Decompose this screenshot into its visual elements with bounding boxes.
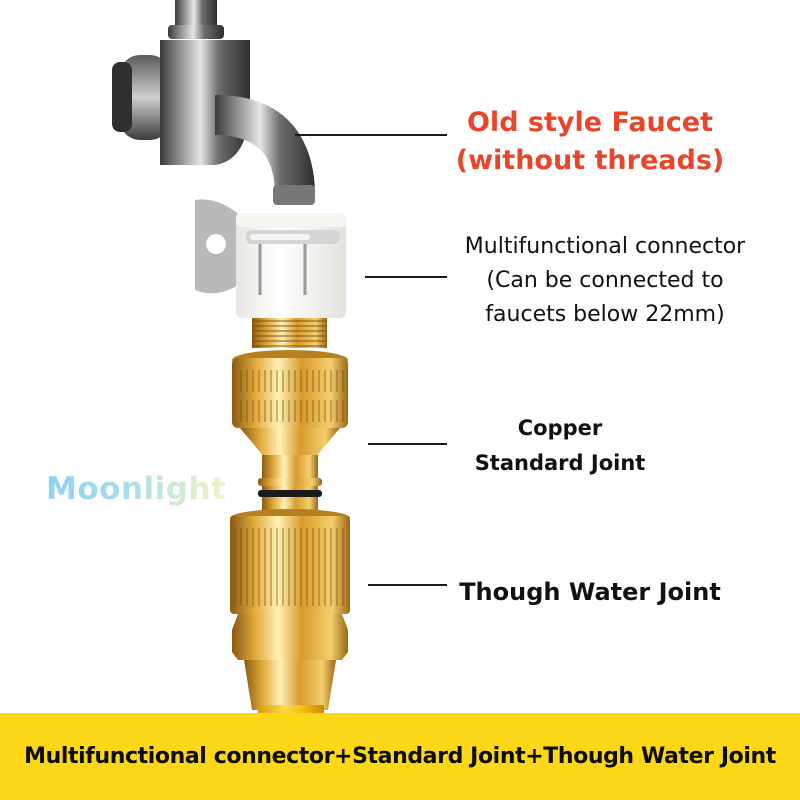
connector-label-line3: faucets below 22mm) — [485, 302, 725, 327]
copper-joint-leader-line — [368, 443, 447, 445]
copper-joint-label-line2: Standard Joint — [474, 451, 646, 475]
thread-nipple-icon — [252, 318, 327, 348]
bottom-banner: Multifunctional connector+Standard Joint… — [0, 713, 800, 800]
connector-leader-line — [365, 276, 447, 278]
faucet-icon — [112, 0, 315, 205]
connector-label-line1: Multifunctional connector — [464, 234, 746, 259]
water-joint-label: Though Water Joint — [450, 574, 730, 610]
connector-label: Multifunctional connector (Can be connec… — [440, 230, 770, 332]
water-joint-leader-line — [368, 584, 447, 586]
connector-label-line2: (Can be connected to — [486, 268, 724, 293]
copper-joint-label-line1: Copper — [517, 416, 603, 440]
clamp-connector-icon — [195, 199, 346, 318]
faucet-label: Old style Faucet (without threads) — [450, 104, 730, 180]
brand-watermark: Moonlight — [46, 471, 227, 507]
copper-joint-label: Copper Standard Joint — [455, 411, 665, 481]
faucet-label-line2: (without threads) — [455, 145, 725, 176]
banner-text: Multifunctional connector+Standard Joint… — [24, 744, 776, 769]
product-illustration — [112, 0, 350, 720]
water-joint-label-line1: Though Water Joint — [459, 578, 721, 606]
faucet-label-line1: Old style Faucet — [466, 107, 713, 138]
brass-hose-fitting-icon — [230, 509, 350, 710]
faucet-leader-line — [295, 134, 447, 136]
brass-joint-icon — [232, 350, 348, 515]
